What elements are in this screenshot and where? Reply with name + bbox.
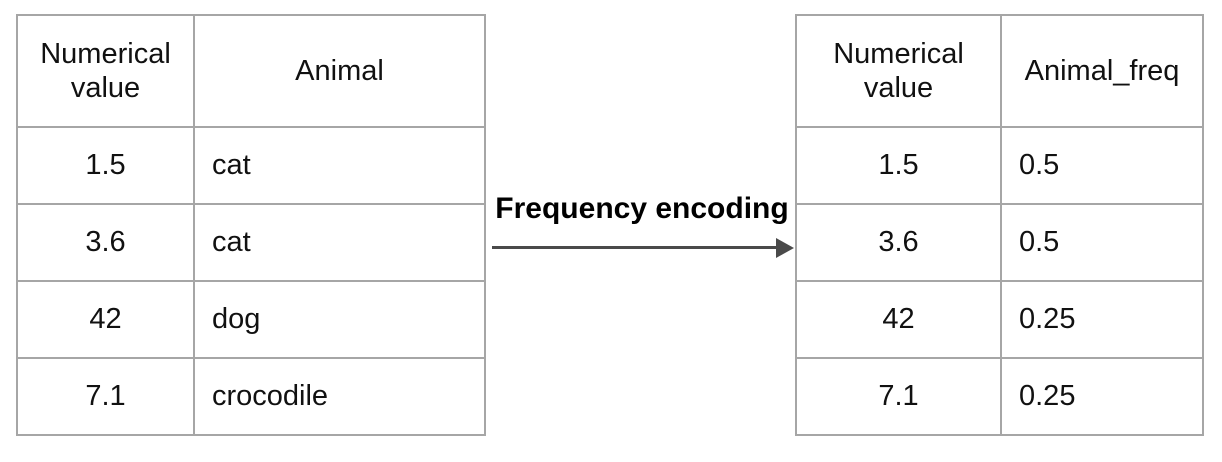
animal-cell: dog bbox=[193, 280, 486, 359]
table-row: 7.1 0.25 bbox=[795, 357, 1204, 436]
input-table: Numerical value Animal 1.5 cat 3.6 cat 4… bbox=[16, 14, 486, 436]
animal-freq-cell: 0.5 bbox=[1000, 203, 1204, 282]
numerical-value-cell: 42 bbox=[16, 280, 195, 359]
right-arrow-icon bbox=[776, 238, 794, 258]
output-table: Numerical value Animal_freq 1.5 0.5 3.6 … bbox=[795, 14, 1204, 436]
animal-cell: cat bbox=[193, 126, 486, 205]
table-header-row: Numerical value Animal bbox=[16, 14, 486, 128]
numerical-value-cell: 3.6 bbox=[16, 203, 195, 282]
column-header-animal: Animal bbox=[193, 14, 486, 128]
column-header-numerical-value: Numerical value bbox=[16, 14, 195, 128]
animal-freq-cell: 0.5 bbox=[1000, 126, 1204, 205]
table-row: 42 dog bbox=[16, 280, 486, 359]
column-header-numerical-value: Numerical value bbox=[795, 14, 1002, 128]
table-row: 1.5 cat bbox=[16, 126, 486, 205]
column-header-animal-freq: Animal_freq bbox=[1000, 14, 1204, 128]
numerical-value-cell: 42 bbox=[795, 280, 1002, 359]
table-row: 1.5 0.5 bbox=[795, 126, 1204, 205]
transform-arrow bbox=[492, 246, 776, 249]
animal-cell: crocodile bbox=[193, 357, 486, 436]
table-row: 3.6 cat bbox=[16, 203, 486, 282]
numerical-value-cell: 1.5 bbox=[16, 126, 195, 205]
table-row: 7.1 crocodile bbox=[16, 357, 486, 436]
transform-label: Frequency encoding bbox=[495, 192, 789, 225]
animal-freq-cell: 0.25 bbox=[1000, 357, 1204, 436]
numerical-value-cell: 7.1 bbox=[16, 357, 195, 436]
numerical-value-cell: 1.5 bbox=[795, 126, 1002, 205]
table-row: 42 0.25 bbox=[795, 280, 1204, 359]
animal-freq-cell: 0.25 bbox=[1000, 280, 1204, 359]
animal-cell: cat bbox=[193, 203, 486, 282]
table-header-row: Numerical value Animal_freq bbox=[795, 14, 1204, 128]
table-row: 3.6 0.5 bbox=[795, 203, 1204, 282]
numerical-value-cell: 7.1 bbox=[795, 357, 1002, 436]
numerical-value-cell: 3.6 bbox=[795, 203, 1002, 282]
